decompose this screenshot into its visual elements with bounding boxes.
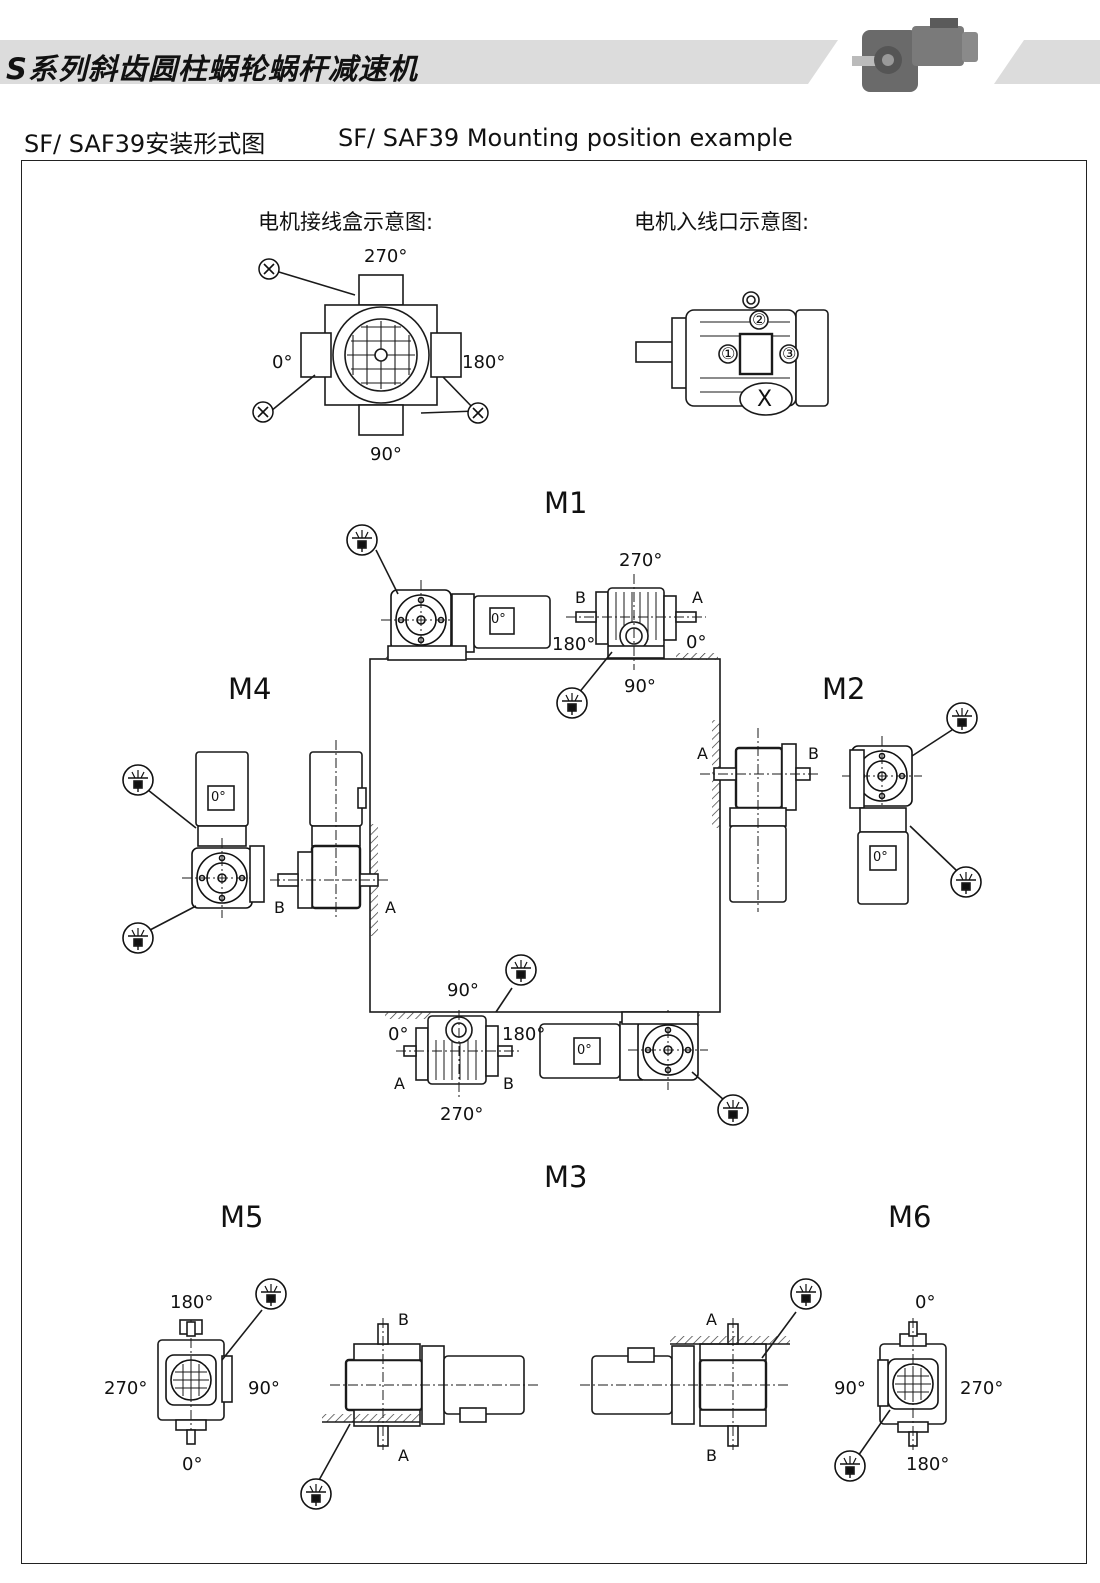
m1-end-unit [566,574,706,670]
m5-angle-270: 270° [104,1378,148,1399]
m4-label: M4 [228,672,272,706]
m3-angle-270: 270° [440,1104,484,1125]
m3-angle-180: 180° [502,1024,546,1045]
m5-label: M5 [220,1200,264,1234]
m5-angle-180: 180° [170,1292,214,1313]
m6-end-a: A [706,1310,717,1329]
m1-side-unit [380,579,551,661]
m2-motor-box: 0° [873,850,888,865]
tb-angle-0: 0° [272,352,293,373]
m3-angle-0: 0° [388,1024,409,1045]
m6-angle-90: 90° [834,1378,866,1399]
m3-motor-box: 0° [577,1043,592,1058]
cable-entry-diagram [635,291,829,416]
m5-end-a: A [398,1446,409,1465]
m1-angle-180: 180° [552,634,596,655]
m1-angle-0: 0° [686,632,707,653]
banner-title: S系列斜齿圆柱蜗轮蜗杆减速机 [6,52,418,86]
cable-entry-1: ① [721,344,736,363]
central-mounting-block [369,658,721,1013]
cable-entry-title: 电机入线口示意图: [634,210,810,234]
m1-motor-box: 0° [491,612,506,627]
m2-end-unit [700,728,820,912]
tb-angle-90: 90° [370,444,402,465]
m4-end-unit [270,740,390,920]
m5-angle-90: 90° [248,1378,280,1399]
banner-graphic [0,18,1100,92]
m3-side-unit [539,1009,709,1091]
m3-label: M3 [544,1160,588,1194]
m1-end-a: A [692,588,703,607]
m3-end-b: B [503,1074,514,1093]
cable-entry-3: ③ [782,344,797,363]
cable-entry-marker: X [757,387,773,412]
m3-end-a: A [394,1074,405,1093]
m4-end-a: A [385,898,396,917]
m6-angle-270: 270° [960,1378,1004,1399]
subtitle-english: SF/ SAF39 Mounting position example [338,124,793,152]
m4-side-unit [181,751,265,919]
m3-angle-90: 90° [447,980,479,1001]
m1-angle-90: 90° [624,676,656,697]
tb-angle-270: 270° [364,246,408,267]
m6-front-unit [877,1318,947,1450]
gearbox-product-icon [852,18,978,92]
m1-label: M1 [544,486,588,520]
m2-side-unit [841,735,923,905]
cable-entry-2: ② [752,310,767,329]
diagram-frame [21,160,1087,1564]
m6-angle-0: 0° [915,1292,936,1313]
m4-motor-box: 0° [211,790,226,805]
m5-end-b: B [398,1310,409,1329]
m3-end-unit [396,1010,522,1100]
m6-side-unit [580,1318,790,1450]
m2-end-a: A [697,744,708,763]
m1-end-b: B [575,588,586,607]
m2-end-b: B [808,744,819,763]
m6-angle-180: 180° [906,1454,950,1475]
m5-front-unit [157,1319,233,1445]
m5-side-unit [330,1318,540,1450]
header-banner: S系列斜齿圆柱蜗轮蜗杆减速机 [0,0,1100,120]
m6-end-b: B [706,1446,717,1465]
terminal-box-diagram [268,268,477,436]
terminal-box-title: 电机接线盒示意图: [258,210,434,234]
m5-angle-0: 0° [182,1454,203,1475]
m4-end-b: B [274,898,285,917]
subtitle-chinese: SF/ SAF39安装形式图 [24,130,266,158]
m2-label: M2 [822,672,866,706]
m6-label: M6 [888,1200,932,1234]
tb-angle-180: 180° [462,352,506,373]
m1-angle-270: 270° [619,550,663,571]
